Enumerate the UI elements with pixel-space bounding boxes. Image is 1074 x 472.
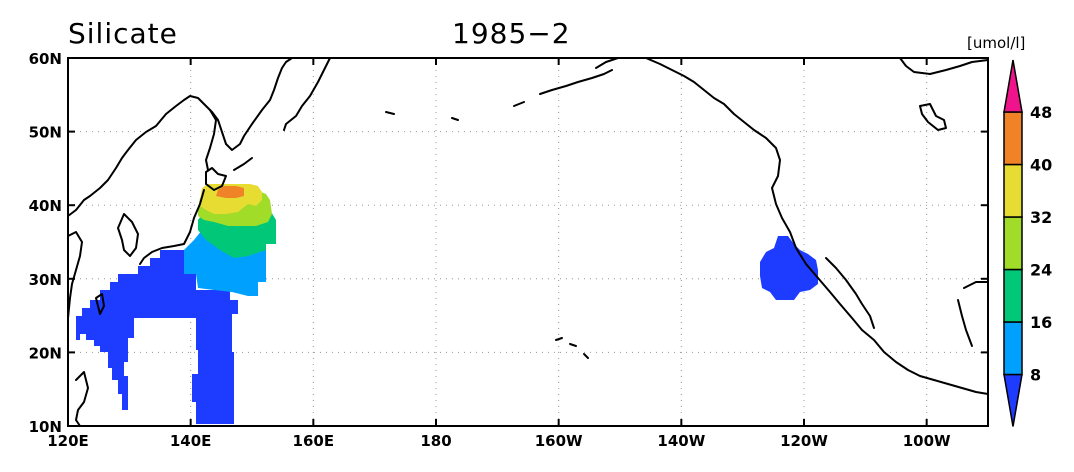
field-region-bin6 (216, 186, 244, 198)
taiwan-coastline (95, 293, 105, 315)
y-tick-label: 40N (29, 197, 62, 215)
sakhalin-coastline (205, 109, 217, 171)
colorbar-segment (1003, 216, 1023, 271)
coastlines (67, 57, 989, 427)
x-tick-label: 140E (170, 432, 212, 450)
aleutian-coastline (385, 69, 613, 121)
x-tick-label: 160W (535, 432, 583, 450)
variable-title: Silicate (68, 17, 178, 50)
y-tick-label: 20N (29, 344, 62, 362)
field-region-california (760, 236, 818, 300)
gridlines (68, 58, 988, 426)
x-tick-label: 120E (47, 432, 89, 450)
colorbar-segment (1003, 268, 1023, 323)
korea-coastline (117, 213, 139, 257)
colorbar-extend-high (1003, 59, 1023, 113)
colorbar-segment (1003, 163, 1023, 218)
y-tick-label: 30N (29, 271, 62, 289)
colorbar-tick-label: 48 (1030, 103, 1052, 122)
gulf-coastline (957, 281, 989, 347)
hawaii-coastline (555, 337, 589, 359)
colorbar-segment (1003, 111, 1023, 166)
x-tick-label: 160E (293, 432, 335, 450)
units-label: [umol/l] (967, 34, 1025, 52)
y-tick-label: 10N (29, 418, 62, 436)
x-tick-label: 140W (657, 432, 705, 450)
asia-coastline (67, 57, 293, 217)
x-tick-label: 180 (420, 432, 451, 450)
hokkaido-coastline (205, 167, 227, 191)
y-tick-label: 50N (29, 124, 62, 142)
kurils-coastline (233, 157, 253, 171)
y-tick-label: 60N (29, 50, 62, 68)
period-title: 1985−2 (452, 17, 571, 50)
china-coastline (67, 231, 83, 319)
field-region-bin5 (200, 184, 262, 214)
silicate-field (76, 184, 818, 424)
field-region-wp-south (76, 250, 238, 424)
alaska-coastline (595, 57, 989, 395)
colorbar: 8 16 24 32 40 48 (1003, 59, 1052, 427)
colorbar-tick-label: 8 (1030, 366, 1041, 385)
philippines-coastline (75, 371, 89, 427)
honshu-coastline (139, 189, 205, 265)
x-tick-label: 120W (780, 432, 828, 450)
colorbar-tick-label: 32 (1030, 208, 1052, 227)
baja-coastline (825, 257, 875, 329)
colorbar-tick-label: 24 (1030, 261, 1052, 280)
kamchatka-coastline (283, 57, 331, 131)
colorbar-tick-label: 40 (1030, 156, 1052, 175)
canada-coastline (899, 57, 989, 75)
x-tick-label: 100W (903, 432, 951, 450)
colorbar-extend-low (1003, 373, 1023, 427)
island-coastline (919, 103, 947, 131)
map-frame (67, 57, 989, 427)
colorbar-tick-label: 16 (1030, 313, 1052, 332)
axis-layer: 120E 140E 160E 180 160W 140W 120W 100W 10N 20N 30N… (29, 50, 988, 450)
colorbar-segment (1003, 321, 1023, 376)
